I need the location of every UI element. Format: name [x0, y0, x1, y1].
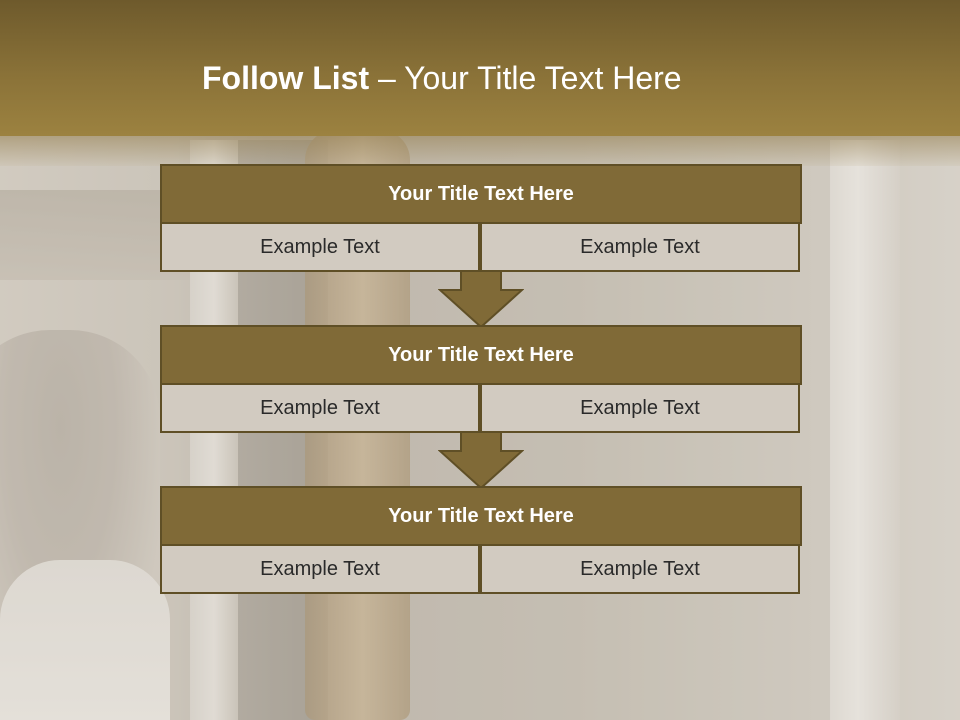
slide-title: Follow List – Your Title Text Here [202, 56, 682, 100]
step-cell-right: Example Text [480, 383, 800, 433]
slide-title-bold: Follow List [202, 60, 370, 96]
step-title: Your Title Text Here [160, 164, 802, 224]
step-cell-left: Example Text [160, 383, 480, 433]
header-shadow-strip [0, 136, 960, 166]
slide-title-rest: – Your Title Text Here [369, 60, 682, 96]
down-arrow-icon [438, 431, 524, 489]
step-cell-left: Example Text [160, 544, 480, 594]
background-shirt [0, 560, 170, 720]
step-cell-right: Example Text [480, 544, 800, 594]
step-title: Your Title Text Here [160, 486, 802, 546]
step-cell-left: Example Text [160, 222, 480, 272]
step-title: Your Title Text Here [160, 325, 802, 385]
down-arrow-icon [438, 270, 524, 328]
step-cell-right: Example Text [480, 222, 800, 272]
background-post-right [830, 140, 900, 720]
header-band [0, 0, 960, 136]
